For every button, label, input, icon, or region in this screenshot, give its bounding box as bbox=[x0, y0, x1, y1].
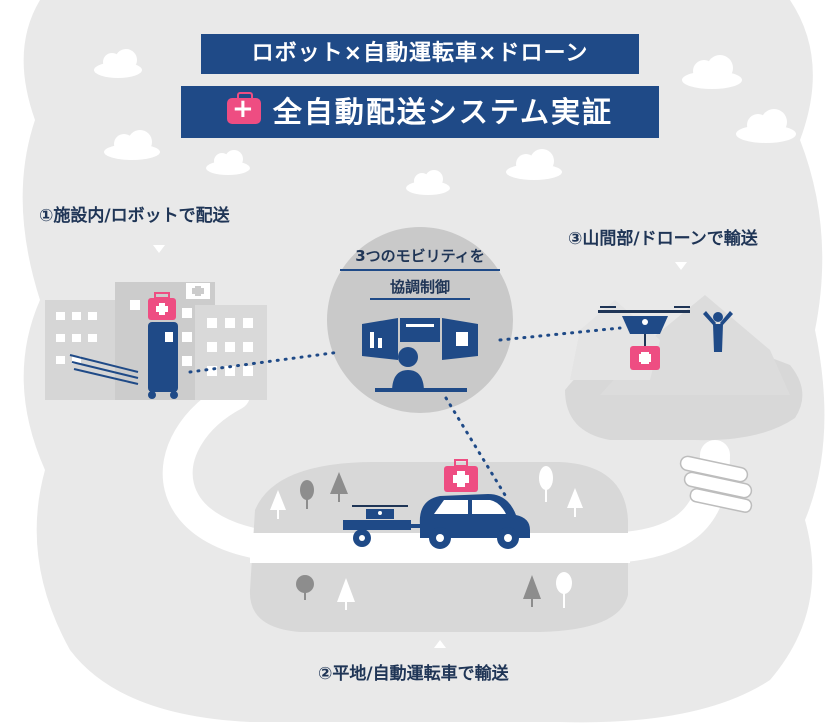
first-aid-kit-icon bbox=[226, 92, 261, 124]
label-facility: ①施設内/ロボットで配送 bbox=[39, 206, 230, 226]
tree bbox=[556, 572, 572, 608]
tree bbox=[539, 466, 553, 502]
cloud bbox=[104, 130, 160, 160]
tree bbox=[296, 575, 314, 600]
tree bbox=[300, 480, 314, 509]
pointer-mountain bbox=[675, 262, 687, 270]
tree bbox=[330, 472, 348, 502]
logs bbox=[679, 455, 753, 513]
center-label-line-1: 3つのモビリティを bbox=[355, 247, 485, 265]
tree bbox=[337, 578, 355, 610]
label-flatland: ②平地/自動運転車で輸送 bbox=[318, 664, 509, 684]
trailer-with-drone bbox=[343, 505, 430, 547]
cloud bbox=[206, 150, 250, 175]
tree bbox=[523, 575, 541, 607]
cloud bbox=[736, 109, 796, 143]
tree bbox=[567, 488, 583, 517]
title-line-2-text: 全自動配送システム実証 bbox=[272, 95, 614, 129]
drone-mountain bbox=[598, 306, 690, 370]
title-line-2: 全自動配送システム実証 bbox=[181, 86, 659, 138]
pointer-flatland bbox=[434, 640, 446, 648]
label-mountain: ③山間部/ドローンで輸送 bbox=[568, 229, 758, 249]
title-line-1: ロボット×自動運転車×ドローン bbox=[201, 34, 639, 74]
tree bbox=[270, 490, 286, 519]
person-waving bbox=[703, 311, 733, 352]
autonomous-car bbox=[419, 459, 530, 549]
connection-lines bbox=[188, 326, 622, 497]
cloud bbox=[506, 149, 562, 180]
cloud bbox=[406, 170, 450, 195]
cloud bbox=[94, 49, 142, 78]
operator-console bbox=[362, 318, 478, 392]
title-line-1-text: ロボット×自動運転車×ドローン bbox=[251, 41, 589, 66]
center-label-line-2: 協調制御 bbox=[389, 278, 450, 296]
clouds bbox=[94, 49, 796, 195]
pointer-facility bbox=[153, 245, 165, 253]
delivery-robot bbox=[148, 292, 178, 399]
trees bbox=[270, 466, 583, 610]
cloud bbox=[682, 55, 742, 89]
